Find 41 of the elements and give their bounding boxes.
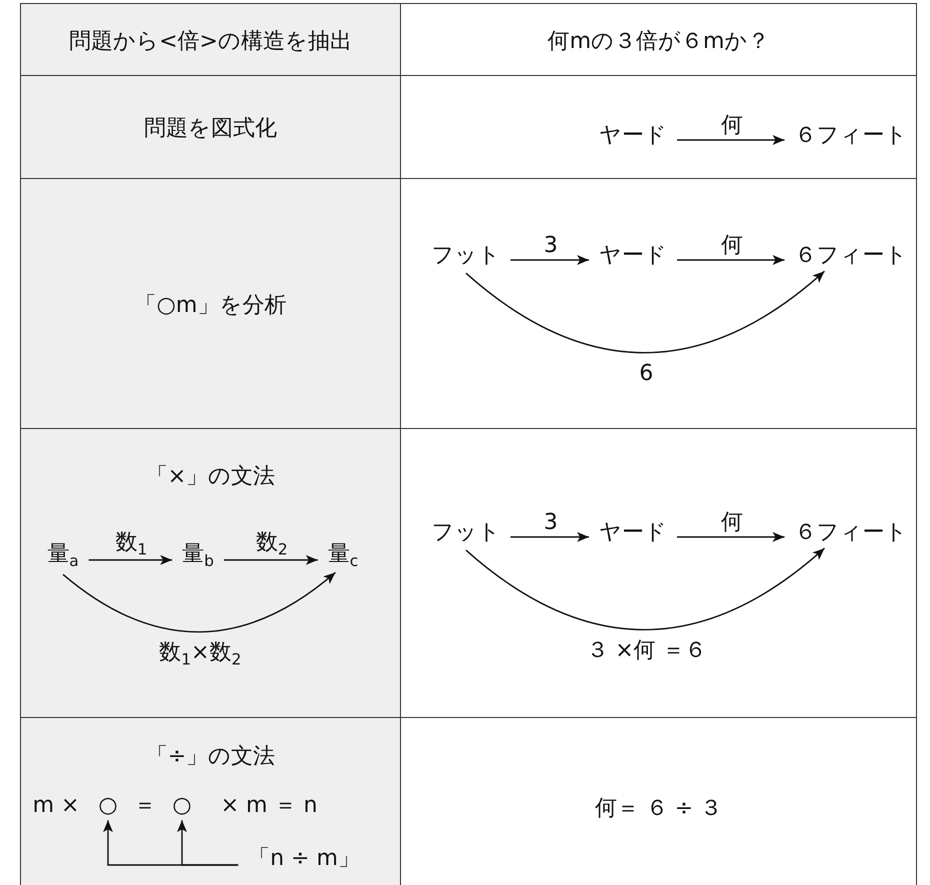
term-text: フット [422, 520, 510, 546]
table-cell [20, 3, 401, 76]
cell-text: 問題を図式化 [143, 115, 278, 143]
term-text: フット [422, 242, 510, 270]
cell-text: 何＝ ６ ÷ ３ [594, 795, 724, 823]
arrow [466, 270, 825, 354]
term-text: 量$_{b}$ [172, 542, 224, 570]
cell-heading: 「×」の文法 [144, 463, 276, 491]
equation-text: × m ＝ n [220, 792, 318, 820]
term-text: 量$_{c}$ [318, 542, 368, 570]
term-text: ○ [88, 792, 128, 820]
table-cell [20, 428, 401, 718]
table-cell [400, 3, 917, 76]
table-cell [20, 178, 401, 429]
table-cell [20, 75, 401, 179]
arrow [62, 572, 336, 633]
cell-text: 問題から<倍>の構造を抽出 [68, 28, 353, 56]
term-text: 「n ÷ m」 [238, 846, 370, 872]
term-text: ヤード [589, 520, 677, 546]
cell-text: 「○m」を分析 [134, 292, 288, 320]
arrow [677, 532, 784, 542]
arrow [224, 555, 318, 565]
arrow [177, 820, 238, 866]
arrow [510, 255, 589, 265]
arrow [88, 555, 172, 565]
term-text: 量$_{a}$ [37, 542, 89, 570]
table-cell [20, 717, 401, 885]
term-text: ヤード [589, 242, 677, 270]
arrow [510, 532, 589, 542]
cell-text: 何mの３倍が６mか？ [546, 28, 770, 56]
term-text: ヤード [589, 122, 677, 150]
equation-text: ＝ [134, 792, 156, 820]
term-text: ６フィート [784, 242, 918, 270]
term-text: ６フィート [784, 122, 918, 150]
term-text: ６フィート [784, 520, 918, 546]
cell-heading: 「÷」の文法 [144, 743, 276, 771]
arrow [677, 255, 784, 265]
equation-text: m × [32, 792, 80, 820]
arrow [466, 548, 825, 630]
term-text: ○ [162, 792, 202, 820]
arrow [677, 135, 784, 145]
